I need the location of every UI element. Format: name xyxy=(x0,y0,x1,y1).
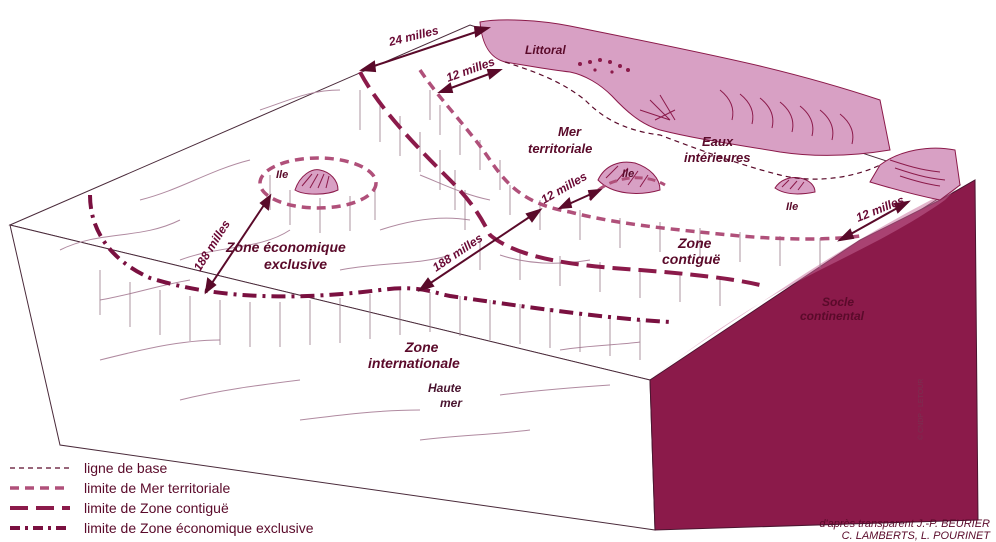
label-littoral: Littoral xyxy=(525,43,566,57)
legend-label-eez: limite de Zone économique exclusive xyxy=(84,520,314,536)
legend-symbol-territorial xyxy=(8,483,72,493)
label-ile-a: Ile xyxy=(276,169,288,181)
legend-row-contiguous: limite de Zone contiguë xyxy=(8,498,428,518)
legend-row-eez: limite de Zone économique exclusive xyxy=(8,518,428,538)
label-zee-1: Zone économique xyxy=(225,239,346,255)
legend-symbol-contiguous xyxy=(8,503,72,513)
legend-symbol-eez xyxy=(8,523,72,533)
vertical-credit: © CNDP - LETOUR xyxy=(918,379,925,440)
label-zi-2: internationale xyxy=(368,355,460,371)
label-zi-1: Zone xyxy=(404,339,439,355)
legend-label-baseline: ligne de base xyxy=(84,460,167,476)
label-zee-2: exclusive xyxy=(264,256,327,272)
legend-symbol-baseline xyxy=(8,463,72,473)
legend-label-territorial: limite de Mer territoriale xyxy=(84,480,230,496)
label-zc-2: contiguë xyxy=(662,251,721,267)
label-eaux-1: Eaux xyxy=(702,134,734,149)
label-mer-2: territoriale xyxy=(528,141,592,156)
legend-label-contiguous: limite de Zone contiguë xyxy=(84,500,229,516)
legend-row-territorial: limite de Mer territoriale xyxy=(8,478,428,498)
legend-row-baseline: ligne de base xyxy=(8,458,428,478)
label-hm-2: mer xyxy=(440,396,463,410)
label-ile-c: Ile xyxy=(786,201,798,213)
credit-line-2: C. LAMBERTS, L. POURINET xyxy=(790,530,990,542)
label-hm-1: Haute xyxy=(428,381,462,395)
label-mer-1: Mer xyxy=(558,124,582,139)
label-eaux-2: intérieures xyxy=(684,150,750,165)
label-ile-b: Ile xyxy=(622,168,634,180)
label-socle-1: Socle xyxy=(822,295,854,309)
label-zc-1: Zone xyxy=(677,235,712,251)
label-socle-2: continental xyxy=(800,309,865,323)
legend: ligne de base limite de Mer territoriale… xyxy=(8,458,428,538)
source-credit: d'après transparent J.-P. BEURIER C. LAM… xyxy=(790,518,990,542)
credit-line-1: d'après transparent J.-P. BEURIER xyxy=(790,518,990,530)
